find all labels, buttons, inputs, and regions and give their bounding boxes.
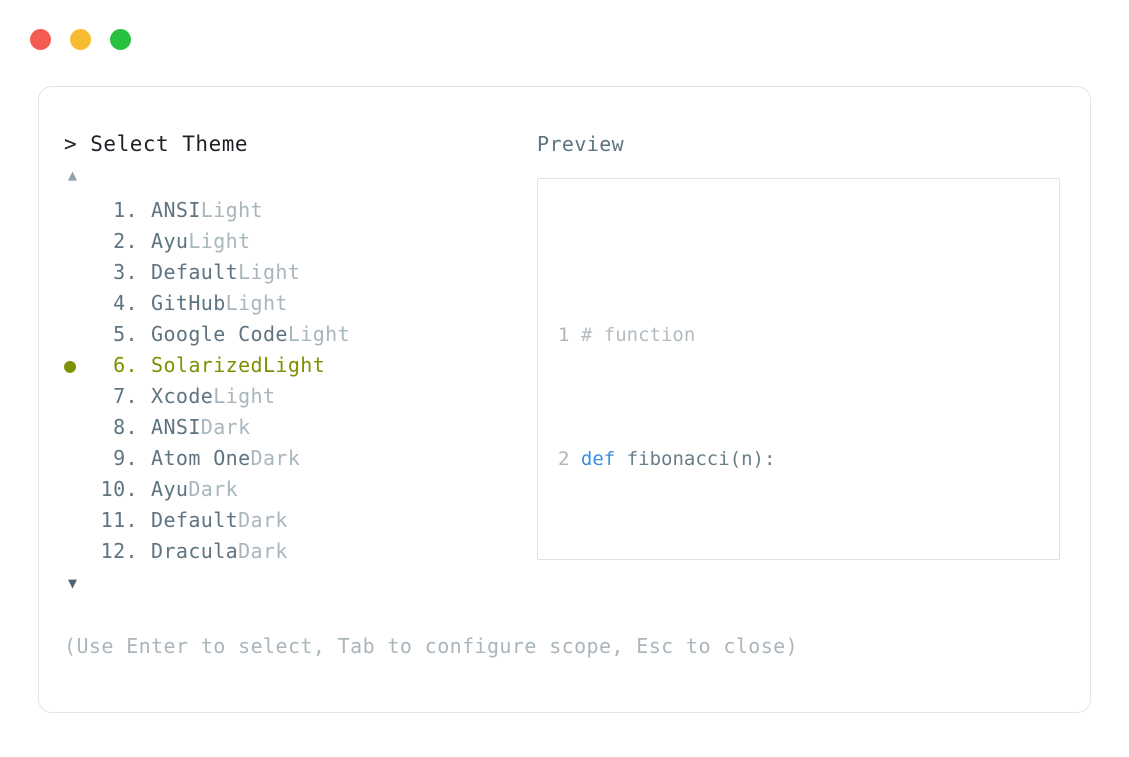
selection-bullet-icon: ● (64, 381, 90, 412)
selection-bullet-icon: ● (64, 443, 90, 474)
list-item[interactable]: ● 12. Dracula Dark (64, 536, 534, 567)
list-item-variant: Dark (200, 415, 251, 439)
selection-bullet-icon: ● (64, 474, 90, 505)
theme-list: ● 1. ANSI Light ● 2. Ayu Light ● 3. Defa… (64, 195, 534, 567)
list-item-index: 1. (113, 198, 138, 222)
selection-bullet-icon: ● (64, 319, 90, 350)
list-item-variant: Light (188, 229, 251, 253)
selection-bullet-icon: ● (64, 226, 90, 257)
scroll-up-icon[interactable]: ▲ (68, 166, 78, 184)
list-item-name: Google Code (151, 322, 288, 346)
list-item-variant: Light (200, 198, 263, 222)
code-text: fibonacci(n): (626, 448, 776, 470)
selection-bullet-icon: ● (64, 536, 90, 567)
list-item-index: 5. (113, 322, 138, 346)
list-item-index: 10. (100, 477, 138, 501)
list-item-name: GitHub (151, 291, 226, 315)
list-item-index: 6. (113, 353, 138, 377)
list-item[interactable]: ● 9. Atom One Dark (64, 443, 534, 474)
list-item-index: 3. (113, 260, 138, 284)
theme-selector-column: > Select Theme ▲ ● 1. ANSI Light ● 2. Ay… (64, 131, 534, 595)
code-keyword: def (580, 448, 616, 470)
list-item-selected[interactable]: ● 6. Solarized Light (64, 350, 534, 381)
line-number: 2 (558, 448, 570, 470)
list-item-name: Dracula (151, 539, 239, 563)
list-item[interactable]: ● 2. Ayu Light (64, 226, 534, 257)
code-line: 2 def fibonacci(n): (558, 444, 1059, 475)
list-item-variant: Light (213, 384, 276, 408)
list-item-name: Default (151, 260, 239, 284)
selection-bullet-icon: ● (64, 257, 90, 288)
list-item-name: Atom One (151, 446, 251, 470)
list-item-name: Default (151, 508, 239, 532)
list-item-index: 12. (100, 539, 138, 563)
selection-bullet-icon: ● (64, 412, 90, 443)
list-item[interactable]: ● 11. Default Dark (64, 505, 534, 536)
keyboard-hint: (Use Enter to select, Tab to configure s… (64, 634, 799, 658)
selection-bullet-icon: ● (64, 505, 90, 536)
selection-bullet-icon: ● (64, 288, 90, 319)
list-item-variant: Dark (238, 539, 288, 563)
preview-column: Preview 1 # function 2 def fibonacci(n):… (537, 131, 1067, 560)
list-item-variant: Dark (250, 446, 301, 470)
list-item[interactable]: ● 5. Google Code Light (64, 319, 534, 350)
code-line: 1 # function (558, 320, 1059, 351)
list-item-index: 4. (113, 291, 138, 315)
maximize-button[interactable] (110, 28, 131, 50)
list-item-index: 8. (113, 415, 138, 439)
code-comment: # function (580, 324, 696, 346)
list-item-name: ANSI (151, 415, 201, 439)
list-item[interactable]: ● 7. Xcode Light (64, 381, 534, 412)
list-item[interactable]: ● 4. GitHub Light (64, 288, 534, 319)
selection-bullet-icon: ● (64, 195, 90, 226)
list-item-index: 11. (100, 508, 138, 532)
code-preview-box: 1 # function 2 def fibonacci(n): 3 a, b … (537, 178, 1060, 560)
list-item-variant: Dark (188, 477, 239, 501)
theme-selector-panel: > Select Theme ▲ ● 1. ANSI Light ● 2. Ay… (38, 86, 1091, 713)
window-titlebar (0, 0, 1129, 78)
list-item-name: ANSI (151, 198, 201, 222)
list-item-index: 2. (113, 229, 138, 253)
list-item-name: Ayu (151, 229, 189, 253)
code-lines: 1 # function 2 def fibonacci(n): 3 a, b … (538, 227, 1059, 559)
close-button[interactable] (30, 28, 51, 50)
list-item[interactable]: ● 3. Default Light (64, 257, 534, 288)
list-item-variant: Light (287, 322, 351, 346)
scroll-down-icon[interactable]: ▼ (68, 574, 78, 592)
list-item[interactable]: ● 8. ANSI Dark (64, 412, 534, 443)
list-item-variant: Light (262, 353, 326, 377)
list-item[interactable]: ● 10. Ayu Dark (64, 474, 534, 505)
selection-bullet-icon: ● (64, 353, 77, 377)
list-item-variant: Dark (238, 508, 288, 532)
list-item[interactable]: ● 1. ANSI Light (64, 195, 534, 226)
line-number: 1 (558, 324, 570, 346)
list-item-index: 7. (113, 384, 138, 408)
list-item-variant: Light (225, 291, 288, 315)
list-item-index: 9. (113, 446, 138, 470)
list-item-name: Ayu (151, 477, 189, 501)
preview-label: Preview (537, 132, 625, 156)
page-title: > Select Theme (64, 132, 249, 156)
list-item-name: Xcode (151, 384, 214, 408)
list-item-variant: Light (238, 260, 301, 284)
list-item-name: Solarized (151, 353, 263, 377)
minimize-button[interactable] (70, 28, 91, 50)
